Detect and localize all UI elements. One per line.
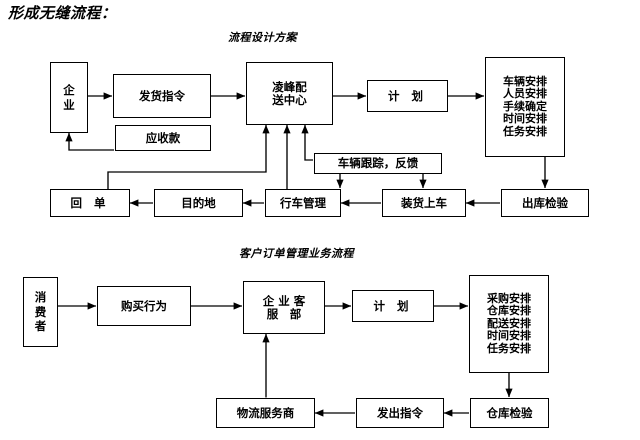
node-line: 采购安排 <box>487 291 531 305</box>
node-line: 费 <box>34 304 47 319</box>
node-line: 人员安排 <box>503 87 547 101</box>
node-line: 仓库检验 <box>486 405 533 420</box>
node-wuliu-fuwushang[interactable]: 物流服务商 <box>216 398 315 428</box>
page-title: 形成无缝流程： <box>8 4 117 22</box>
diagram2-title: 客户订单管理业务流程 <box>239 247 354 260</box>
node-line: 手续确定 <box>503 99 547 113</box>
node-line: 出库检验 <box>522 195 568 210</box>
node-line: 回 单 <box>70 195 110 210</box>
node-xiaofeizhe[interactable]: 消 费 者 <box>23 277 58 347</box>
node-line: 任务安排 <box>503 124 547 138</box>
node-line: 业 <box>63 97 75 112</box>
node-mudidi[interactable]: 目的地 <box>154 189 243 217</box>
node-line: 送中心 <box>272 92 307 107</box>
node-chuku-jianyan[interactable]: 出库检验 <box>501 189 589 217</box>
node-yingshoukuan[interactable]: 应收款 <box>115 125 211 151</box>
node-line: 计 划 <box>387 88 427 103</box>
node-line: 目的地 <box>181 195 216 210</box>
diagram1-title: 流程设计方案 <box>228 31 297 44</box>
node-line: 时间安排 <box>487 329 531 343</box>
node-line: 仓库安排 <box>487 304 531 318</box>
node-line: 购买行为 <box>121 298 167 313</box>
node-procurement-arrangement[interactable]: 采购安排 仓库安排 配送安排 时间安排 任务安排 <box>469 275 549 373</box>
node-line: 配送安排 <box>487 316 531 330</box>
node-line: 应收款 <box>145 130 181 145</box>
node-line: 车辆跟踪，反馈 <box>337 156 419 171</box>
node-line: 者 <box>34 319 47 334</box>
edge-huidan-lingfeng <box>107 124 270 189</box>
node-line: 发货指令 <box>139 88 185 103</box>
node-line: 装货上车 <box>401 195 447 210</box>
node-qiye-kefubu[interactable]: 企 业 客 服 部 <box>243 281 325 334</box>
node-vehicle-tracking-feedback[interactable]: 车辆跟踪，反馈 <box>314 153 442 174</box>
node-zhuanghuo-shangche[interactable]: 装货上车 <box>382 189 466 217</box>
node-jihua-2[interactable]: 计 划 <box>352 290 434 322</box>
node-jihua-1[interactable]: 计 划 <box>367 80 448 112</box>
node-line: 车辆安排 <box>503 74 547 88</box>
node-line: 服 部 <box>266 306 302 321</box>
node-xingche-guanli[interactable]: 行车管理 <box>265 189 341 217</box>
node-line: 物流服务商 <box>236 405 295 420</box>
node-lingfeng-center[interactable]: 凌峰配 送中心 <box>246 62 333 125</box>
node-line: 行车管理 <box>280 195 326 210</box>
node-cangku-jianyan[interactable]: 仓库检验 <box>470 398 549 428</box>
node-qiye[interactable]: 企 业 <box>50 62 88 133</box>
node-line: 计 划 <box>373 298 413 313</box>
node-line: 发出指令 <box>377 405 423 420</box>
node-line: 企 业 客 <box>262 293 306 308</box>
node-line: 时间安排 <box>503 112 547 126</box>
node-fahuo-zhiling[interactable]: 发货指令 <box>113 74 211 118</box>
node-vehicle-arrangement[interactable]: 车辆安排 人员安排 手续确定 时间安排 任务安排 <box>485 57 565 157</box>
node-goumai-xingwei[interactable]: 购买行为 <box>97 286 191 326</box>
node-huidan[interactable]: 回 单 <box>50 189 130 217</box>
node-fachu-zhiling[interactable]: 发出指令 <box>356 398 444 428</box>
node-line: 消 <box>34 289 47 304</box>
edge-yingshou-qiye <box>65 132 114 151</box>
node-line: 凌峰配 <box>272 79 307 94</box>
edge-genzong-lingfeng <box>301 124 313 161</box>
node-line: 任务安排 <box>487 341 531 355</box>
node-line: 企 <box>63 82 75 97</box>
